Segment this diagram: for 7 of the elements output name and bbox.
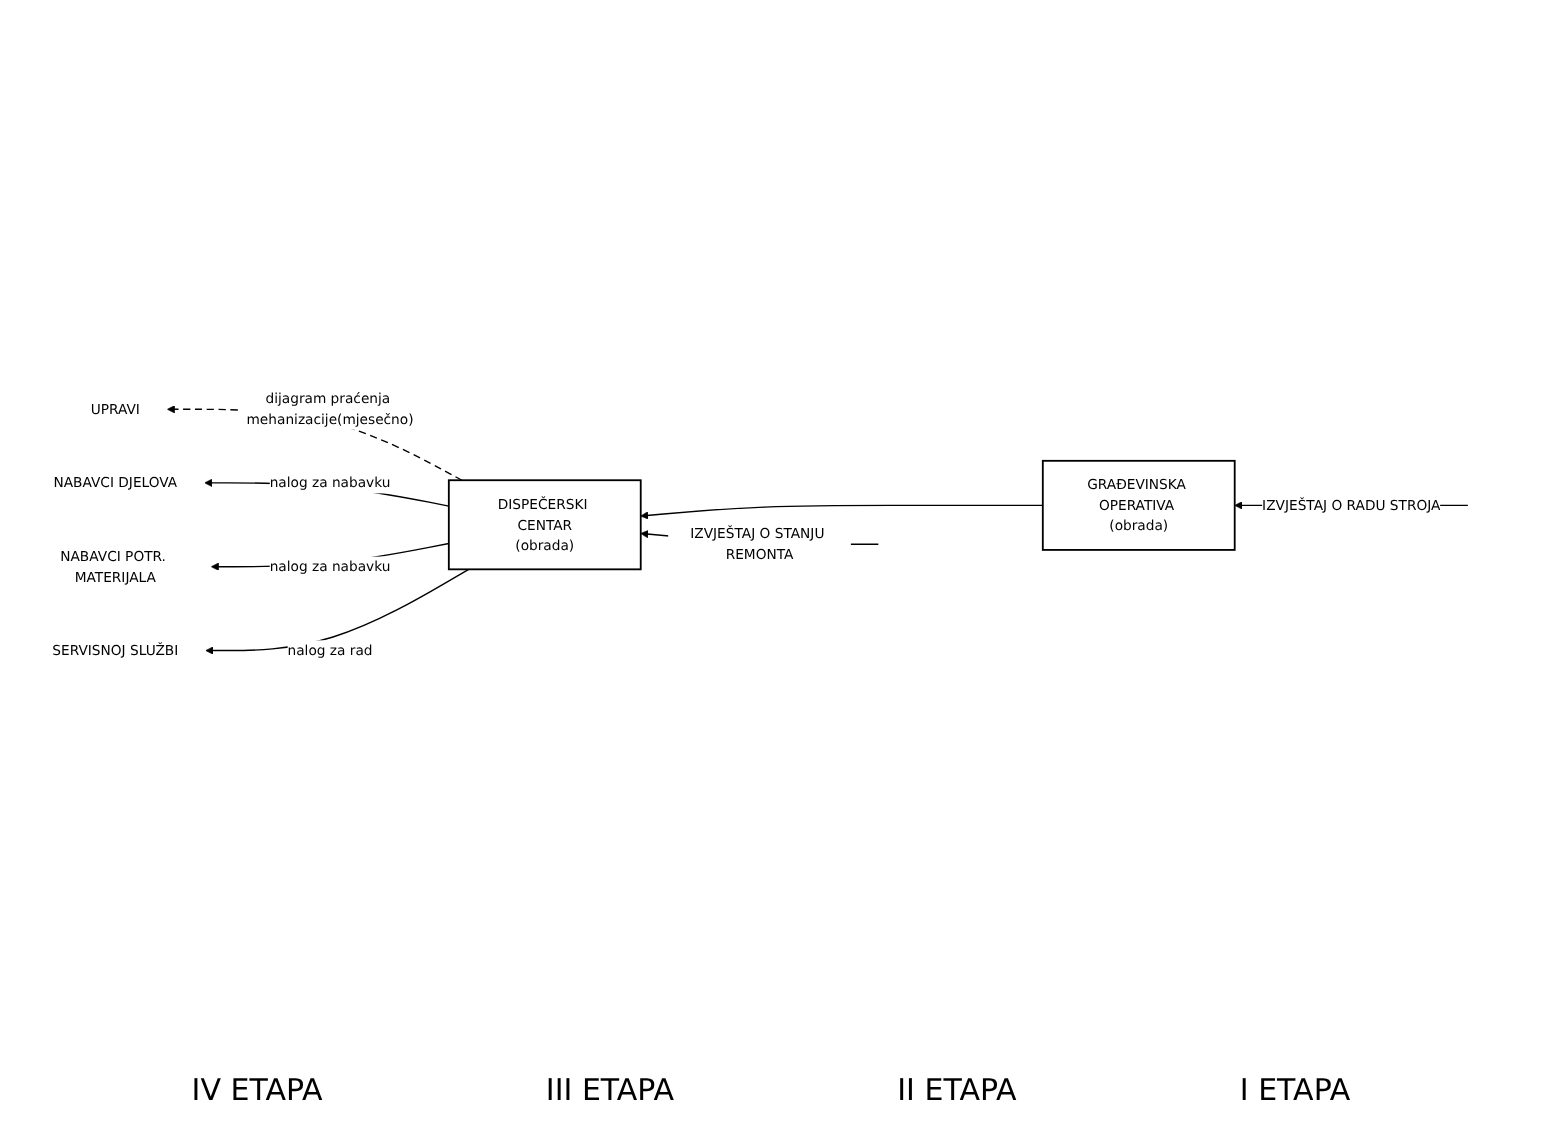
stage-label: III ETAPA — [545, 1072, 675, 1108]
node-box — [1041, 459, 1236, 551]
node-box — [447, 479, 642, 571]
stage-label: IV ETAPA — [191, 1072, 323, 1108]
stage-label: II ETAPA — [897, 1072, 1017, 1108]
arrow — [640, 504, 1044, 520]
stage-label: I ETAPA — [1239, 1072, 1351, 1108]
